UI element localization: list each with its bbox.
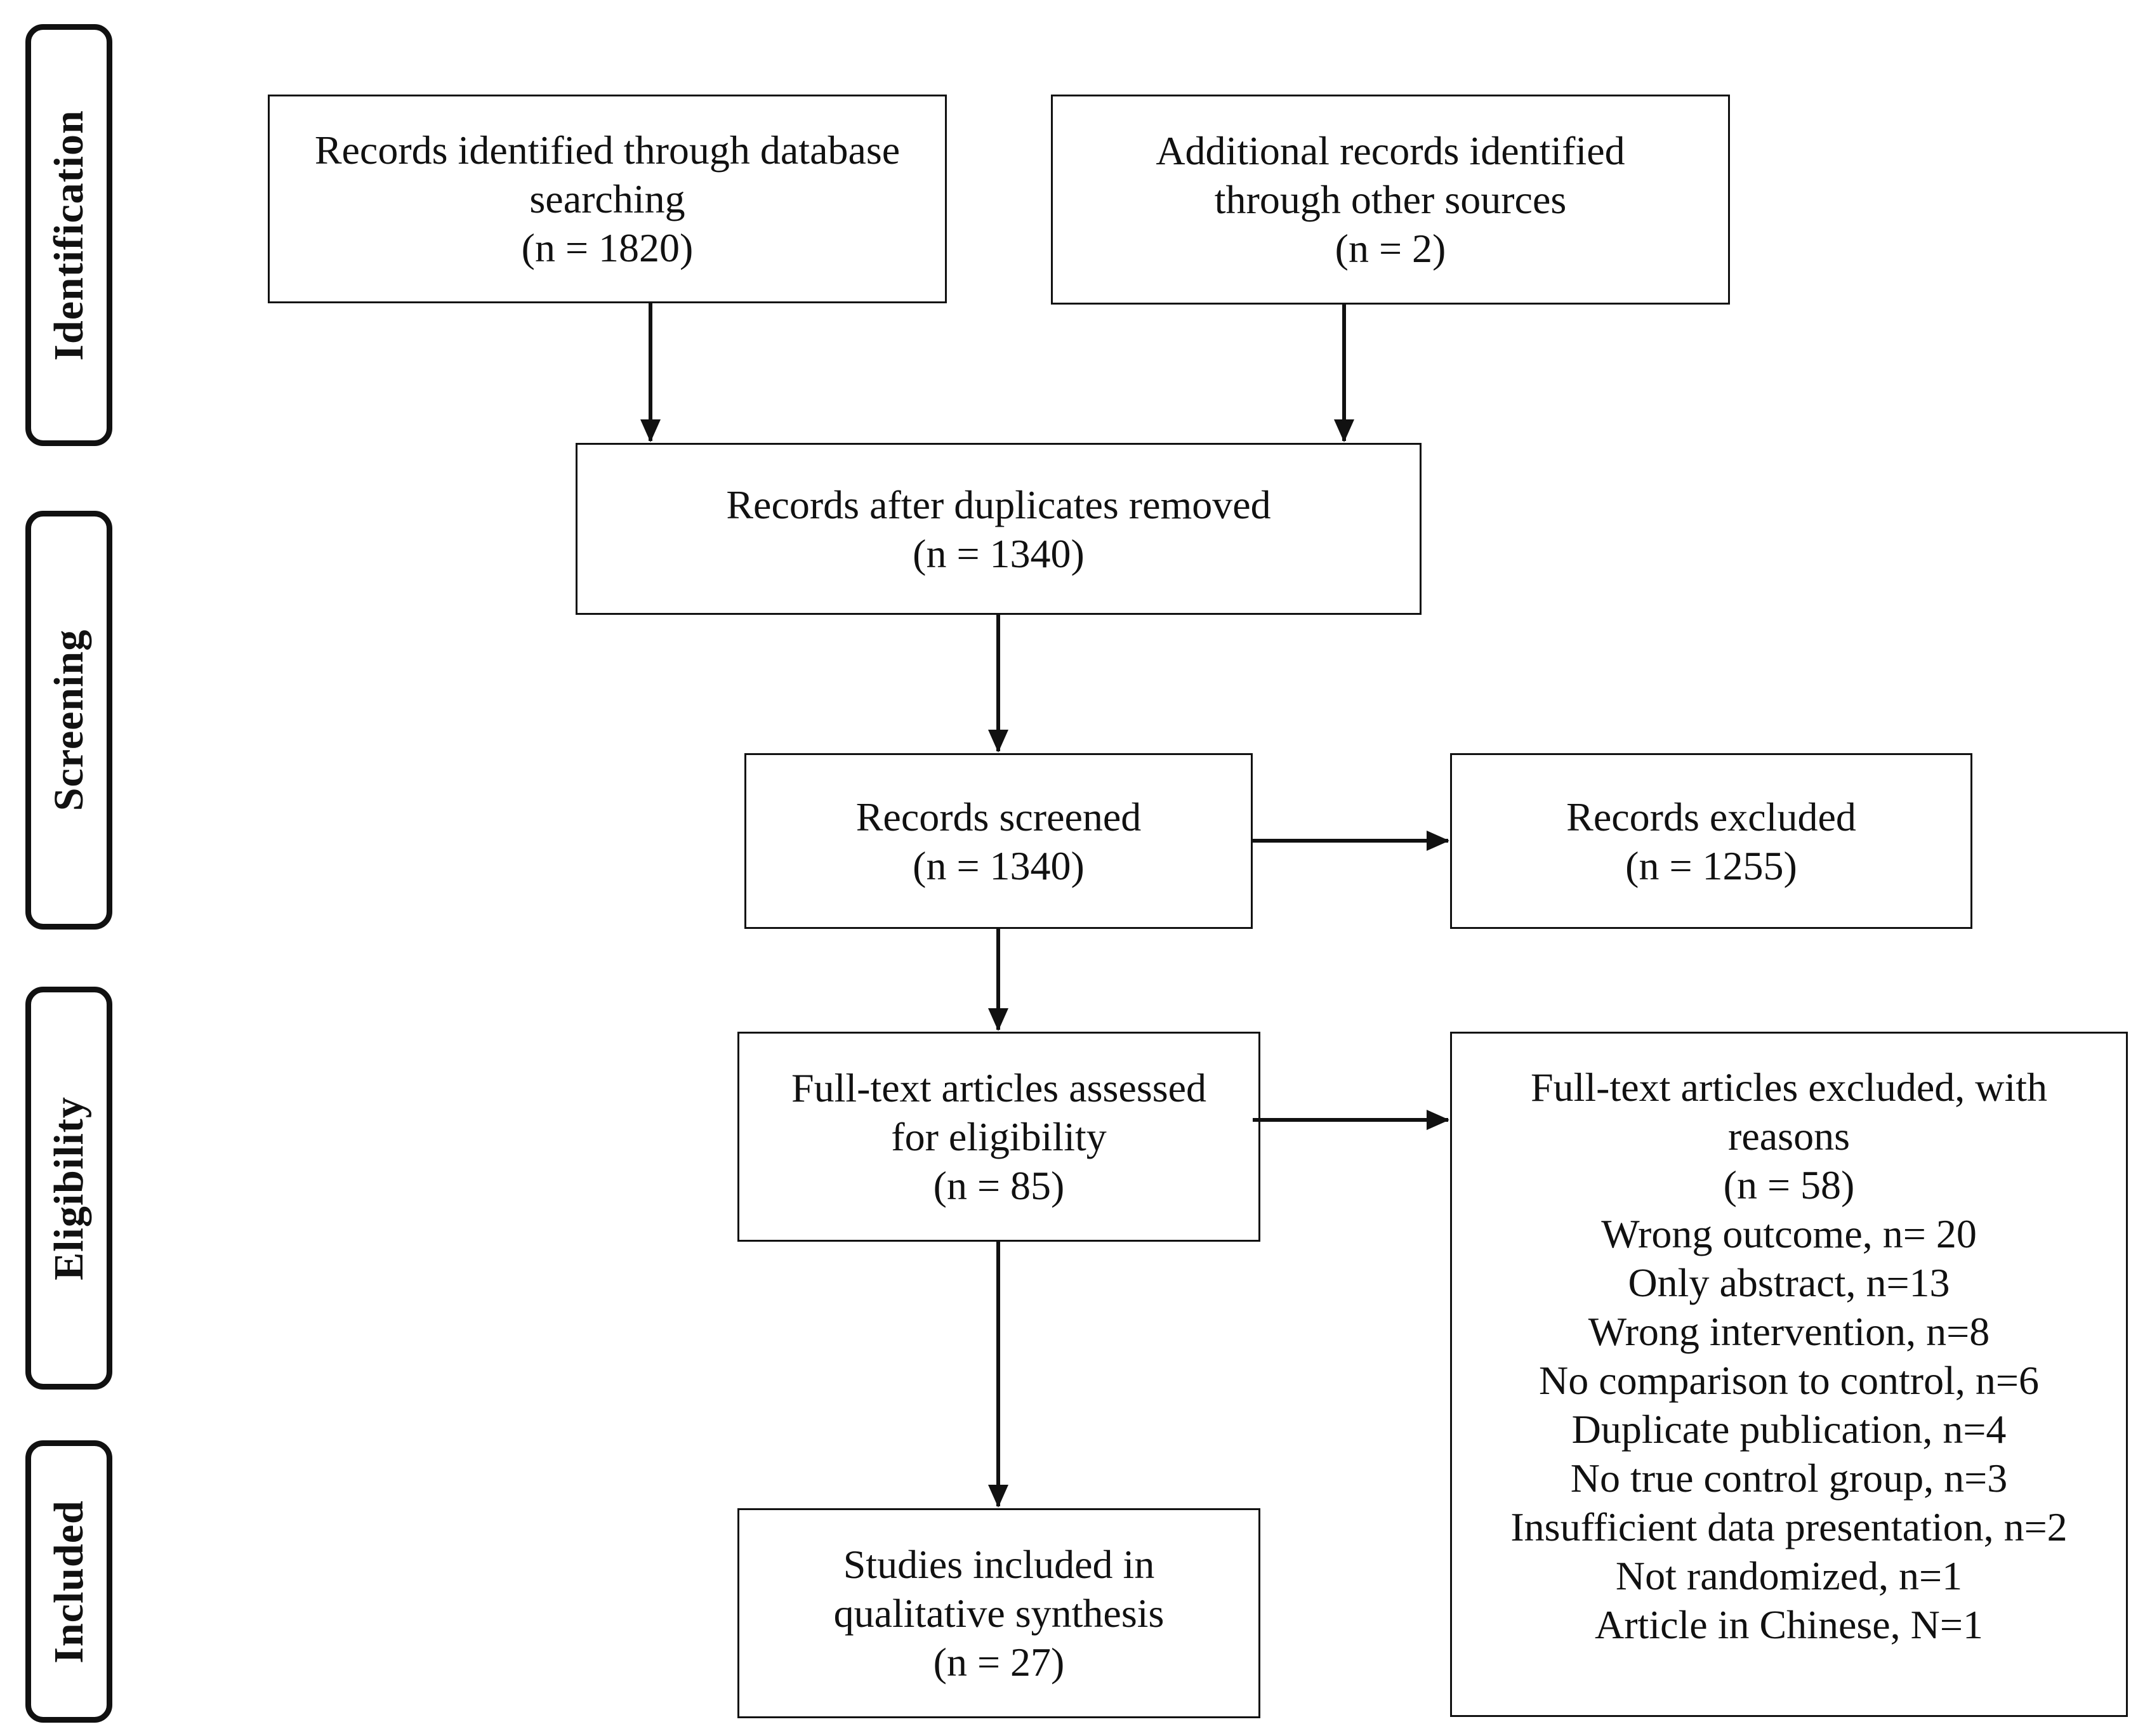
- box-records-screened: Records screened (n = 1340): [744, 753, 1253, 929]
- exclusion-reason: Insufficient data presentation, n=2: [1510, 1504, 2068, 1549]
- box-text-line: Records identified through database: [314, 128, 901, 173]
- box-text-line: (n = 58): [1723, 1162, 1855, 1207]
- box-other-sources: Additional records identified through ot…: [1051, 95, 1730, 305]
- box-text-line: Additional records identified: [1156, 128, 1625, 173]
- box-records-excluded: Records excluded (n = 1255): [1450, 753, 1972, 929]
- exclusion-reason: Not randomized, n=1: [1615, 1553, 1963, 1598]
- box-fulltext-excluded: Full-text articles excluded, with reason…: [1450, 1032, 2128, 1717]
- box-text-line: reasons: [1728, 1114, 1850, 1159]
- box-text-line: Records excluded: [1566, 794, 1856, 839]
- exclusion-reason: Article in Chinese, N=1: [1595, 1602, 1983, 1647]
- box-text-line: (n = 1820): [521, 225, 694, 270]
- exclusion-reason: Wrong outcome, n= 20: [1601, 1211, 1977, 1256]
- exclusion-reason: Duplicate publication, n=4: [1571, 1407, 2007, 1452]
- box-text-line: (n = 1255): [1625, 843, 1797, 888]
- exclusion-reason: Wrong intervention, n=8: [1588, 1309, 1990, 1354]
- box-text-line: qualitative synthesis: [833, 1591, 1165, 1636]
- box-text-line: Full-text articles assessed: [791, 1065, 1207, 1110]
- box-after-duplicates: Records after duplicates removed (n = 13…: [576, 443, 1422, 615]
- exclusion-reason: No comparison to control, n=6: [1539, 1358, 2039, 1403]
- stage-included: Included: [25, 1440, 112, 1723]
- box-fulltext-assessed: Full-text articles assessed for eligibil…: [737, 1032, 1260, 1242]
- box-text-line: Full-text articles excluded, with: [1531, 1065, 2047, 1110]
- stage-identification: Identification: [25, 24, 112, 446]
- box-text-line: Studies included in: [843, 1542, 1155, 1587]
- exclusion-reason: No true control group, n=3: [1570, 1456, 2008, 1501]
- box-studies-included: Studies included in qualitative synthesi…: [737, 1508, 1260, 1718]
- box-text-line: (n = 1340): [913, 530, 1085, 576]
- stage-screening: Screening: [25, 511, 112, 930]
- box-text-line: Records after duplicates removed: [726, 482, 1271, 527]
- exclusion-reason: Only abstract, n=13: [1628, 1260, 1950, 1305]
- stage-eligibility: Eligibility: [25, 987, 112, 1390]
- box-text-line: (n = 85): [933, 1163, 1065, 1208]
- box-text-line: searching: [529, 176, 685, 221]
- box-text-line: (n = 2): [1335, 226, 1446, 271]
- box-text-line: for eligibility: [891, 1114, 1107, 1159]
- box-text-line: through other sources: [1214, 177, 1567, 222]
- box-text-line: (n = 27): [933, 1640, 1065, 1685]
- box-text-line: Records screened: [855, 794, 1142, 839]
- box-database-records: Records identified through database sear…: [268, 95, 947, 303]
- box-text-line: (n = 1340): [913, 843, 1085, 888]
